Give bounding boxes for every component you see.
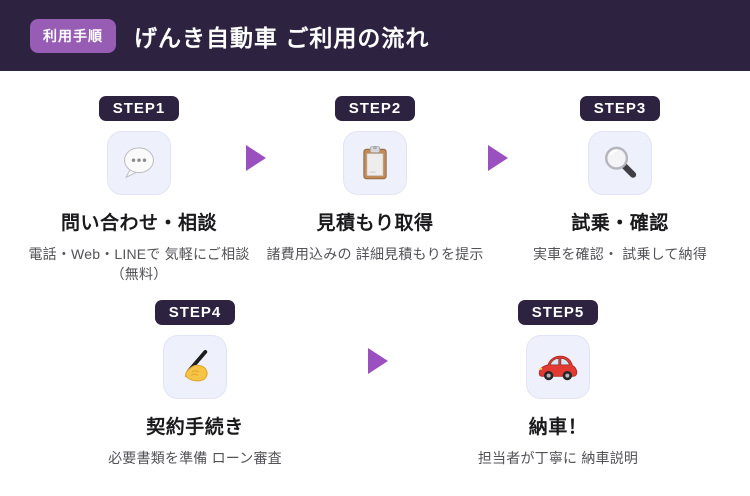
- usage-procedure-badge: 利用手順: [30, 18, 116, 53]
- arrow-right-icon: [246, 145, 266, 171]
- step1-icon-tile: [107, 131, 171, 195]
- step5-icon-tile: [526, 335, 590, 399]
- step-1: STEP1 問い合わせ・相談 電話・Web・LINEで 気軽にご相談 （無料）: [9, 96, 269, 285]
- step2-badge: STEP2: [334, 96, 416, 121]
- step1-title: 問い合わせ・相談: [60, 213, 217, 234]
- step3-description: 実車を確認・ 試乗して納得: [490, 244, 750, 264]
- car-icon: [538, 355, 578, 381]
- step5-badge: STEP5: [517, 300, 599, 325]
- step4-badge: STEP4: [154, 300, 236, 325]
- step3-icon-tile: [588, 131, 652, 195]
- arrow-right-icon: [488, 145, 508, 171]
- arrow-right-icon: [368, 348, 388, 374]
- step3-badge: STEP3: [579, 96, 661, 121]
- step2-title: 見積もり取得: [316, 213, 434, 234]
- step5-title: 納車！: [528, 417, 588, 438]
- step2-desc-line1: 諸費用込みの 詳細見積もりを提示: [266, 246, 484, 262]
- step5-description: 担当者が丁寧に 納車説明: [428, 448, 688, 468]
- step4-icon-tile: [163, 335, 227, 399]
- step-4: STEP4 契約手続き 必要書類を準備 ローン審査: [65, 300, 325, 468]
- step2-icon-tile: [343, 131, 407, 195]
- step1-desc-line2: （無料）: [110, 266, 168, 283]
- header-bar: 利用手順 げんき自動車 ご利用の流れ: [0, 0, 750, 71]
- step-3: STEP3 試乗・確認 実車を確認・ 試乗して納得: [490, 96, 750, 264]
- clipboard-icon: [363, 145, 387, 180]
- step-5: STEP5 納車！ 担当者が丁寧に 納車説明: [428, 300, 688, 468]
- step3-desc-line1: 実車を確認・ 試乗して納得: [532, 246, 708, 262]
- page-title: げんき自動車 ご利用の流れ: [134, 24, 430, 51]
- magnifier-icon: [605, 146, 637, 178]
- writing-hand-icon: [184, 349, 208, 382]
- step4-title: 契約手続き: [146, 417, 244, 438]
- step1-description: 電話・Web・LINEで 気軽にご相談 （無料）: [9, 244, 269, 285]
- step2-description: 諸費用込みの 詳細見積もりを提示: [245, 244, 505, 264]
- step-2: STEP2 見積もり取得 諸費用込みの 詳細見積もりを提示: [245, 96, 505, 264]
- step1-badge: STEP1: [98, 96, 180, 121]
- step1-desc-line1: 電話・Web・LINEで 気軽にご相談: [28, 246, 250, 262]
- step4-description: 必要書類を準備 ローン審査: [65, 448, 325, 468]
- step5-desc-line1: 担当者が丁寧に 納車説明: [477, 450, 639, 466]
- step3-title: 試乗・確認: [571, 213, 669, 234]
- step4-desc-line1: 必要書類を準備 ローン審査: [108, 450, 282, 466]
- speech-bubble-icon: [124, 147, 154, 178]
